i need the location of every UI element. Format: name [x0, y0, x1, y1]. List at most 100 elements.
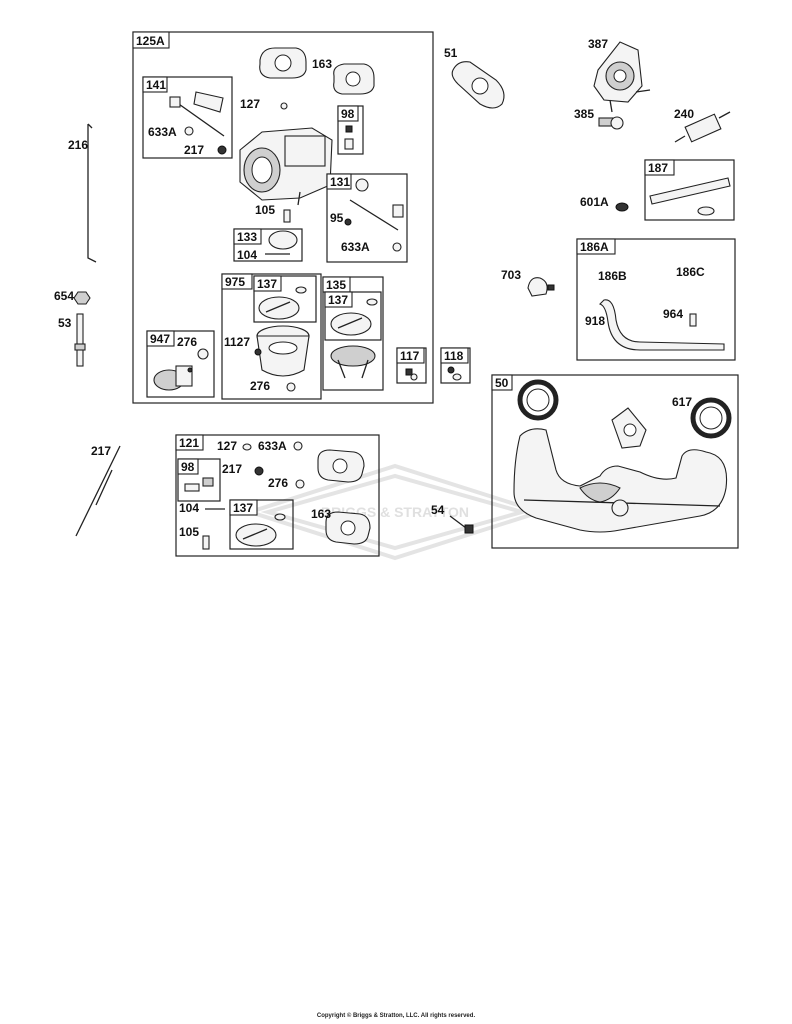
frame-131	[326, 173, 408, 263]
gasket-detail-b	[337, 317, 363, 329]
label-276: 276	[250, 379, 270, 393]
screw-part-1127	[254, 348, 262, 356]
label-127-b: 127	[217, 439, 237, 453]
fuel-filter-part	[674, 111, 731, 143]
screw-part	[345, 125, 353, 133]
oring-part-137	[295, 286, 307, 294]
label-53: 53	[58, 316, 72, 330]
box-label-141: 141	[146, 78, 166, 92]
gasket-kit-part-b	[330, 312, 372, 336]
float-part	[330, 345, 376, 379]
fuel-pump-part	[593, 41, 651, 113]
tag-137-c	[229, 499, 258, 516]
label-276-b: 276	[177, 335, 197, 349]
spring-part	[217, 145, 227, 155]
tag-118	[440, 347, 469, 364]
frame-187	[644, 159, 735, 221]
label-105: 105	[255, 203, 275, 217]
label-105-b: 105	[179, 525, 199, 539]
label-127: 127	[240, 97, 260, 111]
box-label-131: 131	[330, 175, 350, 189]
box-label-137-a: 137	[257, 277, 277, 291]
washer-part-118	[452, 373, 462, 381]
box-label-125A: 125A	[136, 34, 165, 48]
tag-98	[337, 105, 359, 122]
washer-part-276b	[197, 348, 209, 360]
spring-part-c	[254, 466, 264, 476]
label-918: 918	[585, 314, 605, 328]
label-51: 51	[444, 46, 458, 60]
spring-rod-part	[75, 445, 121, 537]
tag-125A	[132, 31, 170, 49]
oring-part-137c	[274, 513, 286, 521]
box-label-133: 133	[237, 230, 257, 244]
label-240: 240	[674, 107, 694, 121]
jet-part-105	[283, 209, 291, 223]
tag-121	[175, 434, 204, 451]
frame-947	[146, 330, 215, 398]
washer-part-c	[293, 441, 303, 451]
oring-part-137b	[366, 298, 378, 306]
label-216: 216	[68, 138, 88, 152]
jet-part-105b	[202, 535, 210, 550]
tag-186A	[576, 238, 616, 255]
gasket-detail-c	[242, 528, 268, 540]
clip-part-703	[527, 277, 548, 297]
screw-part-95	[344, 218, 352, 226]
label-95: 95	[330, 211, 344, 225]
frame-98-b	[177, 458, 221, 502]
frame-137-b	[324, 291, 382, 341]
washer-part-c2	[295, 479, 305, 489]
throttle-shaft-part	[169, 91, 225, 137]
spring-part-98b	[202, 477, 214, 487]
label-54: 54	[431, 503, 445, 517]
frame-121	[175, 434, 380, 557]
stud-part	[74, 313, 86, 367]
label-217: 217	[184, 143, 204, 157]
tag-117	[396, 347, 425, 364]
tag-975	[221, 273, 253, 290]
gasket-part-163b	[333, 63, 375, 95]
spring-part-98	[344, 138, 354, 150]
box-label-135: 135	[326, 278, 346, 292]
float-bowl-part	[256, 325, 310, 377]
gasket-detail	[265, 301, 291, 313]
bolt-part-54	[449, 515, 474, 534]
screw-part-98b	[184, 483, 200, 492]
clamp-part-601A	[615, 202, 629, 212]
choke-shaft-part	[349, 178, 404, 231]
gasket-part-163c	[317, 449, 365, 483]
label-633A-c: 633A	[258, 439, 287, 453]
frame-137-a	[253, 275, 317, 323]
box-label-975: 975	[225, 275, 245, 289]
frame-141	[142, 76, 233, 159]
gasket-part-133	[268, 230, 298, 250]
frame-975	[221, 273, 322, 400]
frame-186A	[576, 238, 736, 361]
frame-133	[233, 228, 303, 262]
label-703: 703	[501, 268, 521, 282]
frame-125A	[132, 31, 434, 404]
box-label-50: 50	[495, 376, 509, 390]
box-label-187: 187	[648, 161, 668, 175]
frame-135	[322, 276, 384, 391]
box-label-186A: 186A	[580, 240, 609, 254]
tag-947	[146, 330, 175, 347]
gasket-kit-part-c	[235, 523, 277, 547]
fuel-line-part	[649, 177, 731, 205]
box-label-137-c: 137	[233, 501, 253, 515]
label-217-c: 217	[222, 462, 242, 476]
oring-part	[280, 102, 288, 110]
box-label-947: 947	[150, 332, 170, 346]
label-633A: 633A	[148, 125, 177, 139]
washer-part-276	[286, 382, 296, 392]
label-964: 964	[663, 307, 683, 321]
governor-link-part	[87, 124, 97, 263]
box-label-118: 118	[444, 349, 464, 363]
label-633A-b: 633A	[341, 240, 370, 254]
label-387: 387	[588, 37, 608, 51]
plug-part-964	[689, 313, 697, 327]
carburetor-body	[239, 127, 333, 206]
box-label-98: 98	[341, 107, 355, 121]
label-276-c: 276	[268, 476, 288, 490]
